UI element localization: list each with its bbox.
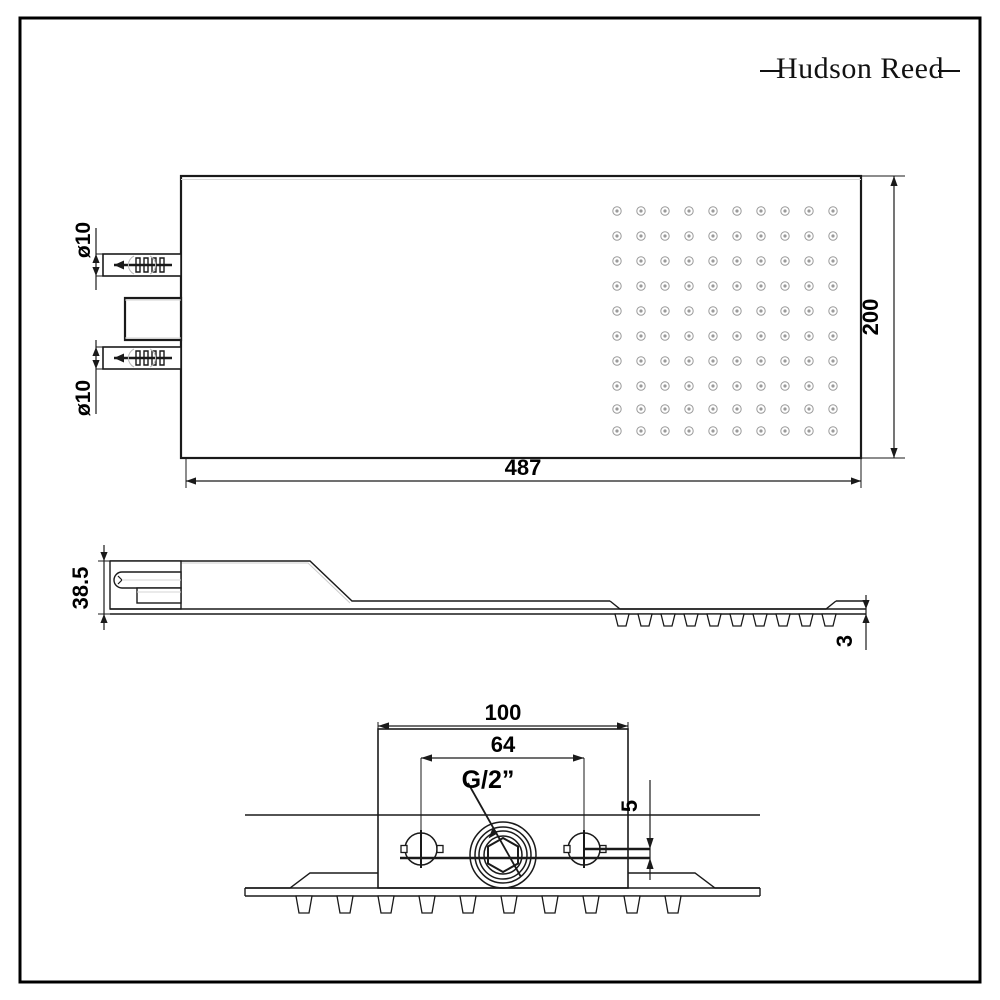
thread-connection	[469, 821, 537, 889]
side-nozzle-row	[614, 613, 837, 627]
front-bracket-block	[123, 296, 183, 342]
callout-thread-size-label: G/2”	[462, 766, 515, 794]
dimension-width-487-label: 487	[505, 455, 542, 480]
front-view: ø10 ø10 200	[72, 174, 905, 488]
wall-plug-upper	[102, 253, 182, 277]
bottom-nozzle-row	[295, 895, 682, 914]
dimension-span-64: 64	[420, 732, 585, 849]
dimension-diameter-bottom-label: ø10	[72, 380, 95, 416]
dimension-thickness-3-label: 3	[832, 635, 857, 647]
dimension-diameter-bottom: ø10	[72, 340, 104, 416]
wall-plug-lower	[102, 346, 182, 370]
side-view: 38.5 3	[68, 545, 870, 650]
dimension-span-100: 100	[377, 700, 629, 730]
dimension-span-100-label: 100	[485, 700, 522, 725]
dimension-height-200: 200	[858, 175, 905, 459]
front-plate-outline	[179, 174, 863, 460]
hudson-reed-logo-text: Hudson Reed	[776, 52, 944, 85]
sheet-border	[18, 16, 982, 984]
dimension-diameter-top-label: ø10	[72, 222, 95, 258]
logo-right-rule	[938, 70, 960, 72]
dimension-height-200-label: 200	[858, 299, 883, 336]
callout-thread-size: G/2”	[462, 766, 522, 878]
dimension-width-487: 487	[185, 455, 862, 488]
hudson-reed-logo: Hudson Reed	[760, 46, 960, 92]
dimension-thickness-3: 3	[832, 595, 870, 650]
bottom-view: 100 64 5 G/2”	[244, 700, 761, 914]
dimension-span-64-label: 64	[491, 732, 516, 757]
dimension-diameter-top: ø10	[72, 222, 104, 290]
logo-left-rule	[760, 70, 782, 72]
front-nozzle-grid	[612, 206, 838, 436]
dimension-offset-5: 5	[617, 780, 654, 880]
dimension-thickness-38-5-label: 38.5	[68, 567, 93, 610]
dimension-thickness-38-5: 38.5	[68, 545, 112, 630]
dimension-offset-5-label: 5	[617, 800, 642, 812]
side-plate	[110, 600, 866, 615]
side-body-profile	[110, 560, 610, 602]
